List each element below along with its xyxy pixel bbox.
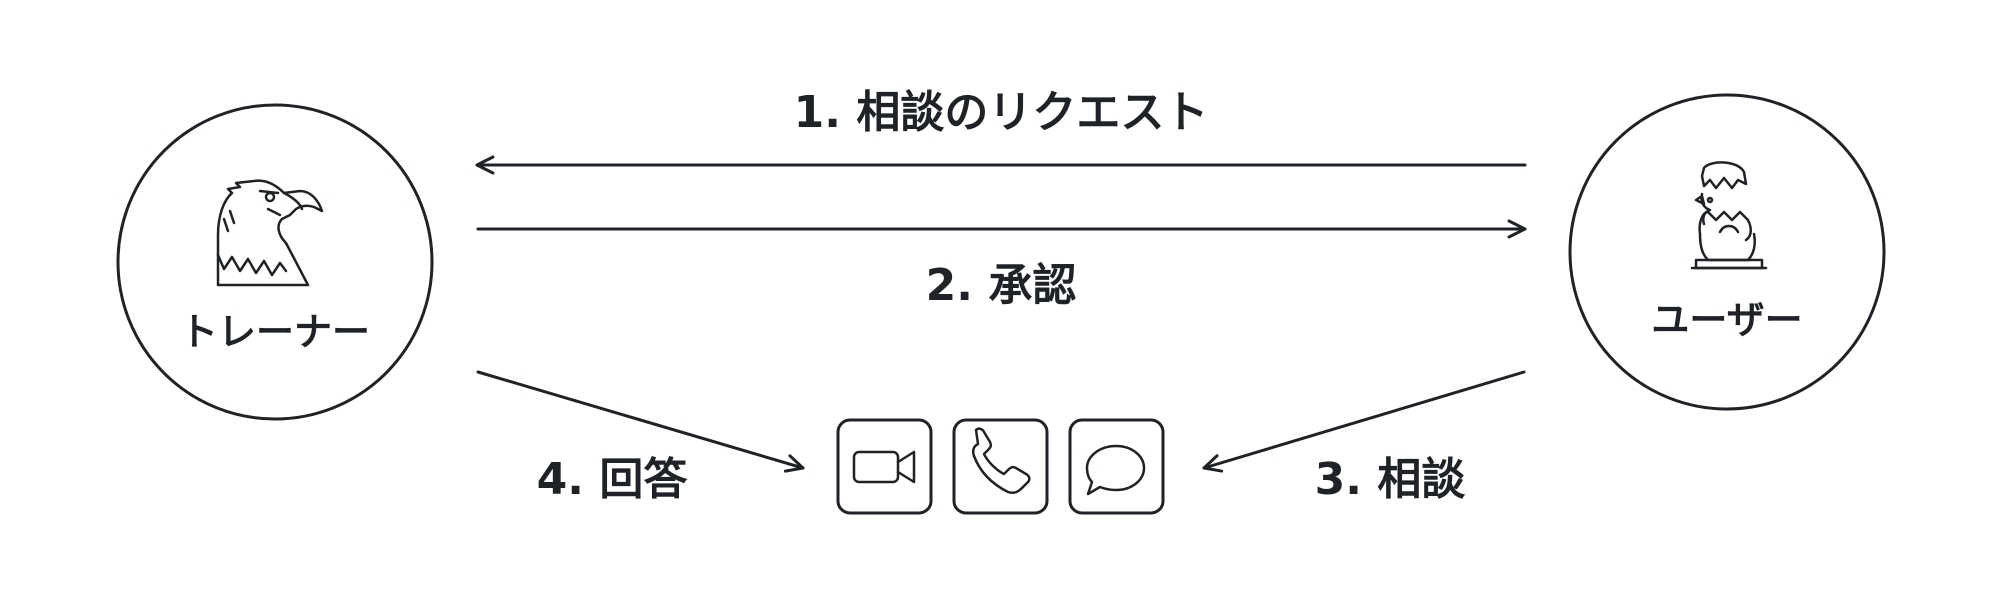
phone-icon [971,427,1031,495]
consult-arrow [1202,370,1526,473]
chat-channel [1068,418,1165,515]
chat-bubble-icon [1085,444,1146,496]
video-channel [836,418,933,515]
answer-arrow [476,370,805,473]
video-camera-icon [852,450,916,484]
user-node: ユーザー [1568,93,1886,411]
hatching-chick-icon [1690,161,1768,270]
phone-channel [952,418,1049,515]
user-label: ユーザー [1651,298,1802,342]
request-label: 1. 相談のリクエスト [794,87,1209,138]
approve-label: 2. 承認 [926,260,1077,311]
channel-group [836,418,1165,515]
trainer-label: トレーナー [180,310,370,354]
chat-channel-box [1068,418,1165,515]
edge-request: 1. 相談のリクエスト [475,87,1527,175]
edge-answer: 4. 回答 [476,370,805,505]
video-channel-box [836,418,933,515]
eagle-icon [216,179,324,287]
trainer-circle [116,103,434,421]
edge-consult: 3. 相談 [1202,370,1526,505]
user-circle [1568,93,1886,411]
phone-channel-box [952,418,1049,515]
edge-approve: 2. 承認 [476,219,1527,311]
answer-label: 4. 回答 [537,454,689,505]
consult-label: 3. 相談 [1315,454,1466,505]
trainer-node: トレーナー [116,103,434,421]
